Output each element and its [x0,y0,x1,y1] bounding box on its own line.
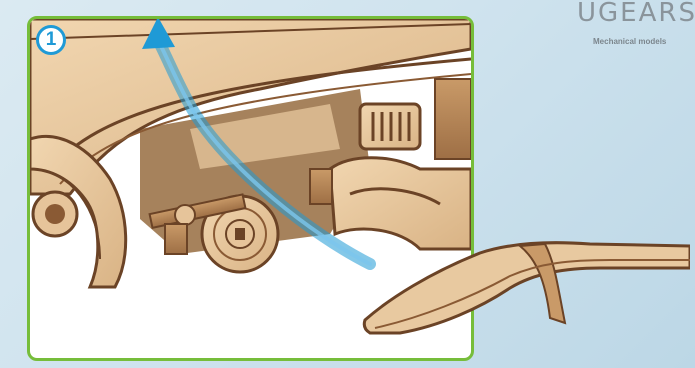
step-number-badge: 1 [36,25,66,55]
loose-curved-part [360,238,690,338]
right-wheel-guard [330,158,471,249]
brand-tagline: Mechanical models [593,37,666,46]
brand-logo: UGEARS [577,0,695,26]
